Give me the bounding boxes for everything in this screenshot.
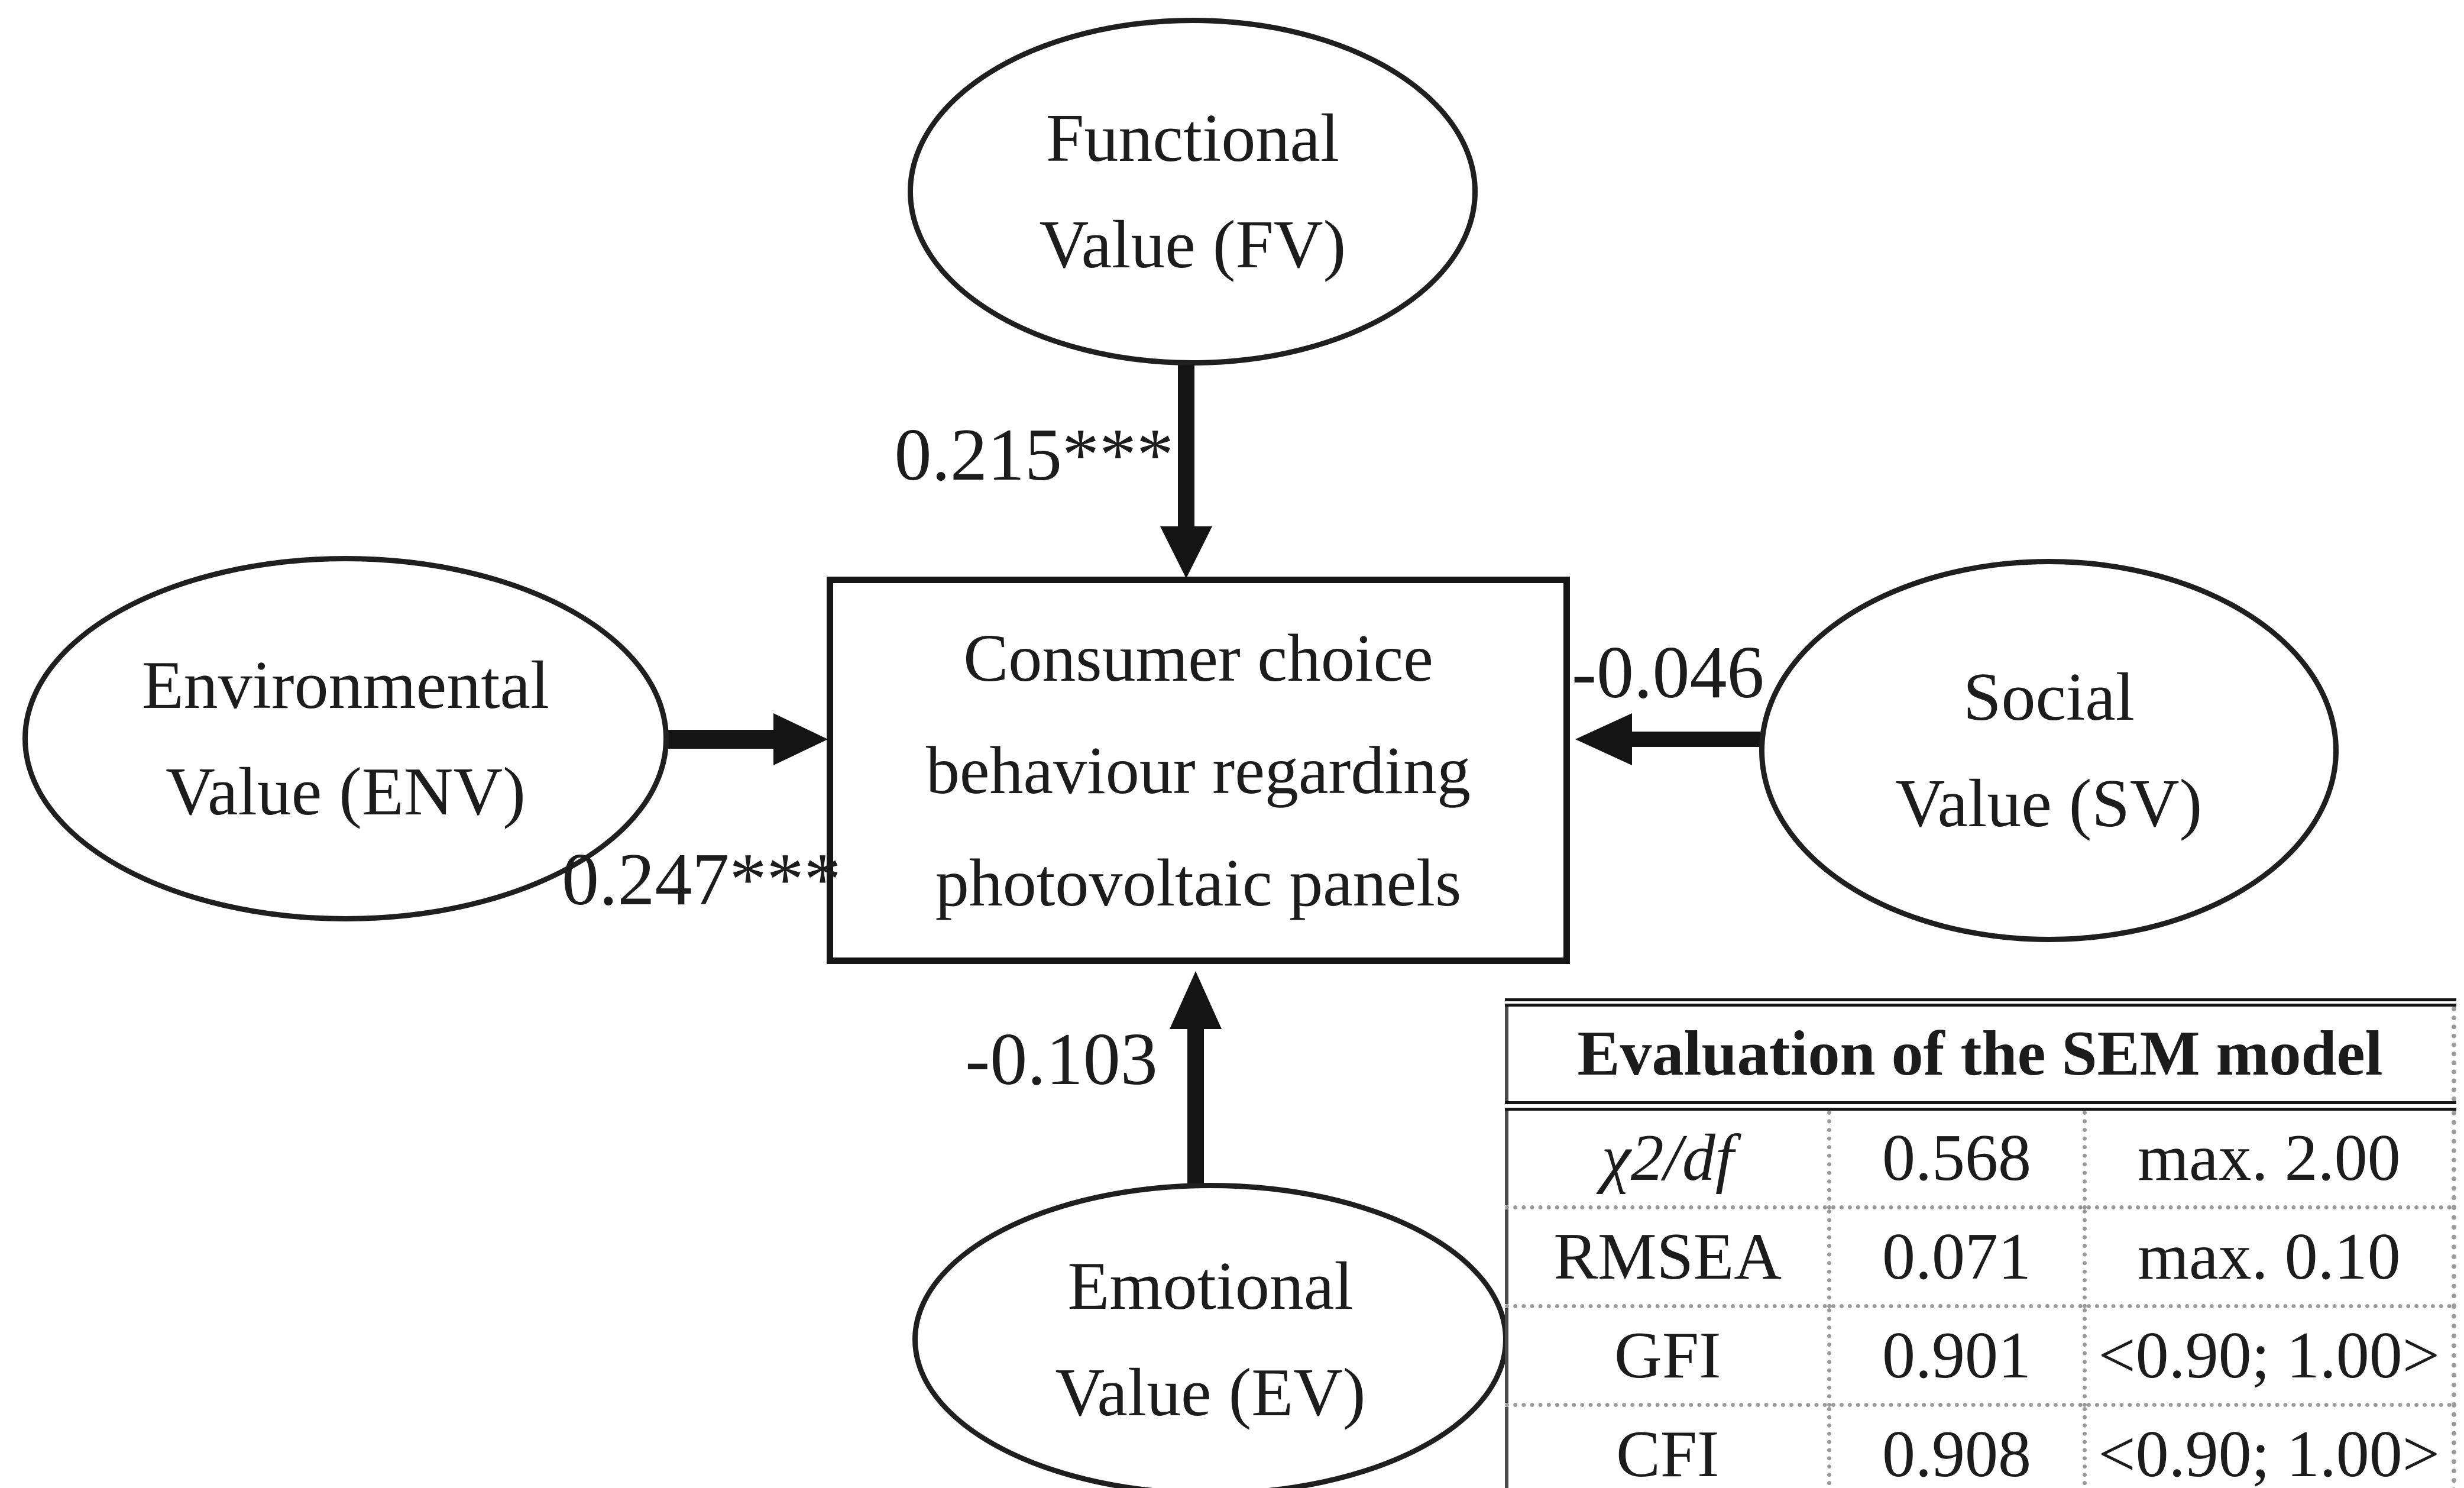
sem-fit-table: Evaluation of the SEM model χ2/df 0.568 … [1505, 998, 2456, 1488]
node-functional-value: Functional Value (FV) [908, 18, 1478, 365]
node-emotional-value: Emotional Value (EV) [912, 1183, 1508, 1488]
node-label-line: Emotional [1067, 1248, 1354, 1324]
node-label-line: Value (ENV) [166, 754, 526, 830]
fit-metric: RMSEA [1507, 1205, 1829, 1306]
table-title: Evaluation of the SEM model [1507, 1002, 2454, 1111]
arrow-ev-to-outcome [1170, 971, 1222, 1184]
table-row: GFI 0.901 <0.90; 1.00> [1507, 1304, 2454, 1405]
fit-value: 0.901 [1827, 1304, 2084, 1405]
table-row: CFI 0.908 <0.90; 1.00> [1507, 1403, 2454, 1488]
fit-value: 0.071 [1827, 1205, 2084, 1306]
fit-value: 0.908 [1827, 1403, 2084, 1488]
fit-metric: χ2/df [1507, 1104, 1829, 1208]
arrow-env-to-outcome [658, 713, 828, 765]
table-row: χ2/df 0.568 max. 2.00 [1507, 1104, 2454, 1208]
node-label-line: Value (FV) [1039, 207, 1346, 283]
node-label-line: Environmental [141, 648, 550, 723]
node-outcome-box: Consumer choice behaviour regarding phot… [827, 577, 1570, 964]
fit-criterion: <0.90; 1.00> [2082, 1403, 2454, 1488]
fit-criterion: max. 0.10 [2082, 1205, 2454, 1306]
fit-criterion: <0.90; 1.00> [2082, 1304, 2454, 1405]
node-label-line: Value (EV) [1055, 1355, 1366, 1431]
coefficient-ev: -0.103 [965, 1018, 1158, 1101]
fit-metric: CFI [1507, 1403, 1829, 1488]
outcome-label-line: Consumer choice [963, 620, 1433, 696]
arrow-sv-to-outcome [1575, 713, 1767, 765]
fit-metric: GFI [1507, 1304, 1829, 1405]
table-row: RMSEA 0.071 max. 0.10 [1507, 1205, 2454, 1306]
fit-value: 0.568 [1827, 1104, 2084, 1208]
node-label-line: Value (SV) [1895, 766, 2203, 842]
outcome-label-line: behaviour regarding [925, 732, 1471, 808]
coefficient-fv: 0.215*** [894, 414, 1174, 496]
node-label-line: Social [1963, 659, 2135, 735]
outcome-label-line: photovoltaic panels [935, 845, 1462, 920]
node-environmental-value: Environmental Value (ENV) [22, 556, 669, 921]
fit-criterion: max. 2.00 [2082, 1104, 2454, 1208]
coefficient-sv: -0.046 [1572, 632, 1764, 714]
node-social-value: Social Value (SV) [1759, 559, 2339, 942]
node-label-line: Functional [1045, 101, 1340, 176]
table-header-row: Evaluation of the SEM model [1507, 1002, 2454, 1111]
coefficient-env: 0.247*** [562, 839, 841, 921]
